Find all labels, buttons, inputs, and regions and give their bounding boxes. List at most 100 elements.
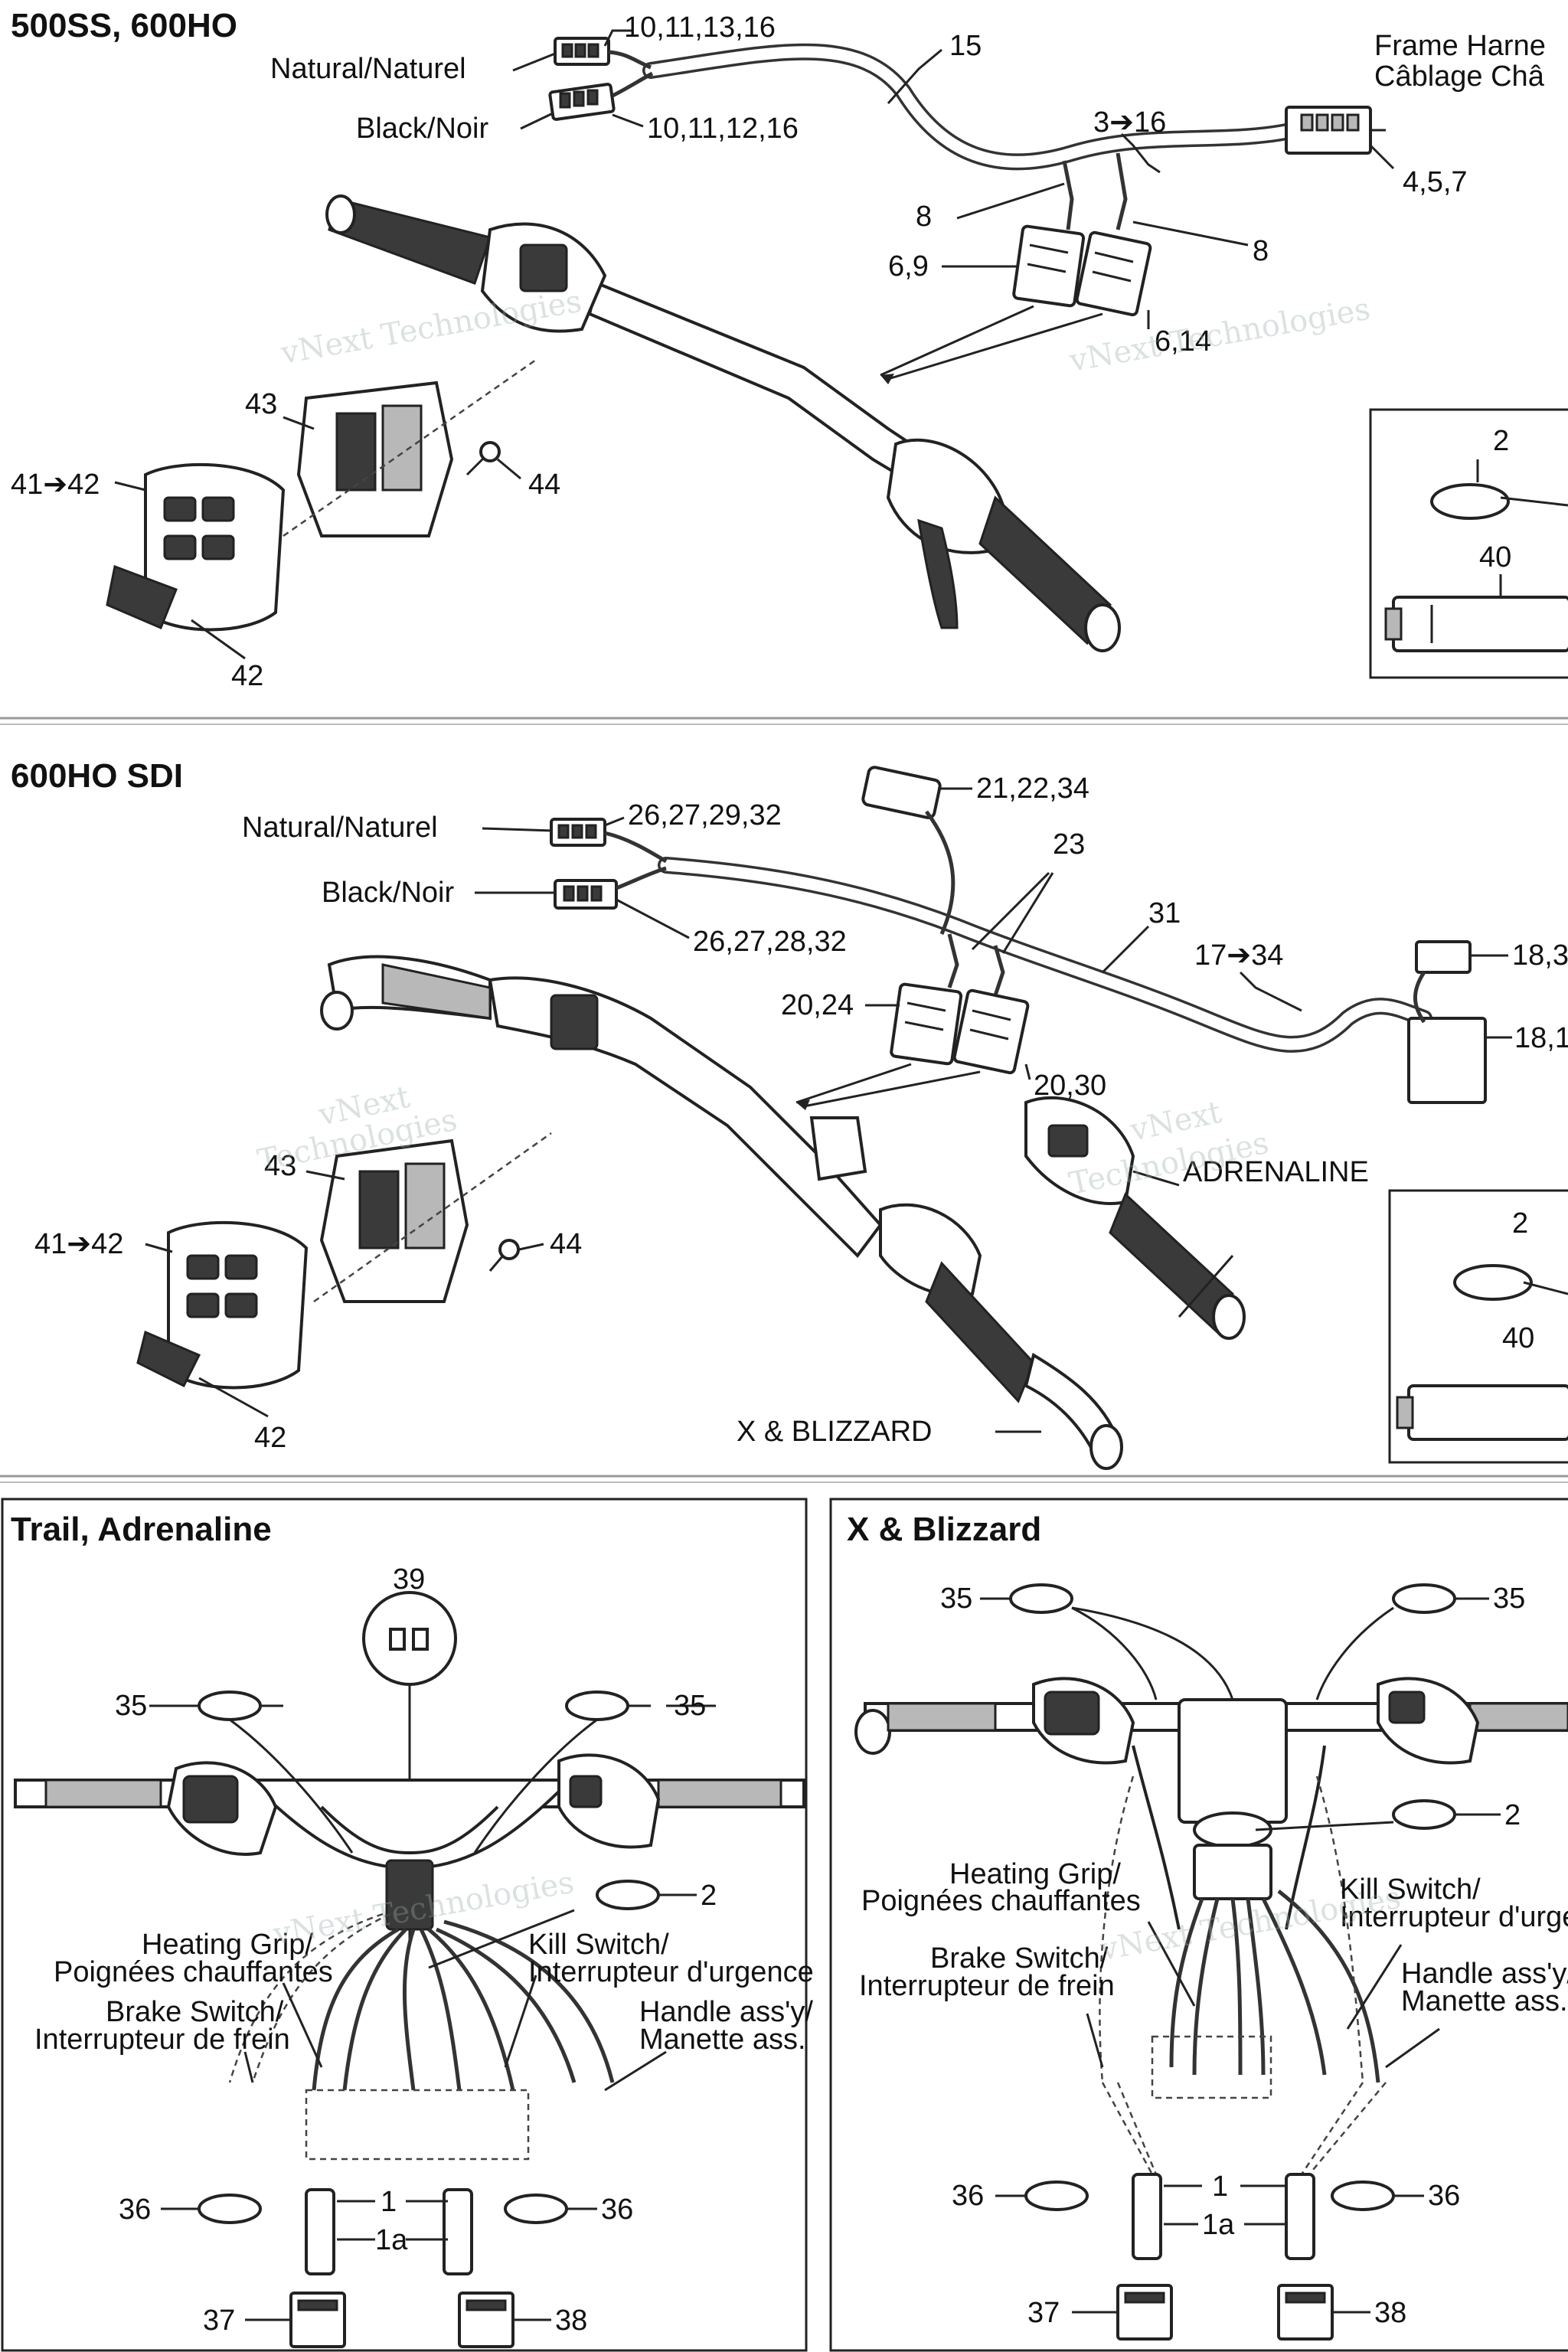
adrenaline-handle (1024, 1096, 1246, 1340)
sleeve-1 (305, 2188, 473, 2275)
natural-connector (550, 818, 668, 864)
callout: 36 (952, 2180, 984, 2212)
callout: 31 (1148, 897, 1181, 929)
callout: 40 (1502, 1322, 1534, 1354)
connector-38 (1277, 2284, 1334, 2341)
callout: 18,1 (1514, 1022, 1568, 1054)
tube-40 (1396, 1384, 1568, 1441)
handlebar (14, 1753, 805, 1931)
callout: 6,9 (888, 250, 929, 283)
switch-housing-41-42 (106, 462, 286, 632)
cable-tie-35-left (198, 1690, 283, 1721)
switch-housing-41-42 (136, 1220, 309, 1390)
connector-37 (1116, 2284, 1173, 2341)
callout: 35 (674, 1690, 706, 1722)
wire-harness-inner (660, 859, 1430, 1050)
callout: 4,5,7 (1403, 166, 1468, 198)
connector-20-24 (890, 982, 963, 1066)
callout: 10,11,12,16 (647, 113, 799, 145)
section-title: 600HO SDI (11, 757, 183, 795)
wire-bundles (1099, 1775, 1387, 2175)
wire-harness-inner (645, 46, 1300, 168)
callout: 1 (381, 2186, 397, 2218)
section-title: Trail, Adrenaline (11, 1511, 272, 1548)
connector-20-30 (952, 988, 1030, 1075)
tube-40 (1384, 596, 1568, 652)
section-500ss-600ho: 500SS, 600HO (11, 7, 1568, 692)
callout: 35 (1493, 1583, 1525, 1615)
handlebar (320, 955, 1123, 1470)
callout: 10,11,13,16 (624, 11, 776, 44)
callout: 37 (1027, 2297, 1060, 2329)
callout: 6,14 (1155, 325, 1211, 358)
section-title: 500SS, 600HO (11, 7, 237, 44)
screw-44 (466, 441, 501, 476)
callout: 41➔42 (11, 469, 100, 501)
callout: Heating Grip/ (142, 1929, 313, 1961)
callout: 26,27,29,32 (628, 799, 782, 831)
cover-43 (319, 1138, 469, 1303)
part-39-detail (362, 1591, 457, 1945)
callout: 35 (115, 1690, 147, 1722)
callout: 1a (375, 2224, 408, 2256)
callout: 38 (1374, 2297, 1406, 2329)
cable-tie-2 (1430, 483, 1568, 520)
callout: 35 (940, 1583, 972, 1615)
section-title: X & Blizzard (847, 1511, 1041, 1548)
callout: Brake Switch/ (930, 1942, 1109, 1975)
wire-bundles (228, 1913, 615, 2161)
section-trail-adrenaline: Trail, Adrenaline (1, 1498, 814, 2352)
cable-tie-2 (1392, 1799, 1456, 1830)
callout: 44 (550, 1228, 582, 1260)
natural-connector (554, 37, 652, 70)
cable-tie-36-left (1024, 2180, 1089, 2211)
black-connector (548, 71, 654, 121)
callout: 20,30 (1034, 1070, 1106, 1102)
callout: Poignées chauffantes (861, 1885, 1141, 1917)
callout: 36 (601, 2194, 633, 2226)
callout: Interrupteur d'urgenc (1340, 1901, 1568, 1933)
callout: 38 (555, 2305, 587, 2337)
callout: 3➔16 (1093, 106, 1166, 139)
callout: 26,27,28,32 (693, 926, 847, 958)
callout: 44 (528, 469, 560, 501)
callout: Handle ass'y/ (1401, 1958, 1568, 1990)
callout: Interrupteur de frein (34, 2024, 290, 2056)
cable-tie-36-right (1331, 2180, 1395, 2211)
callout: 37 (203, 2305, 235, 2337)
section-x-blizzard: X & Blizzard (829, 1498, 1568, 2352)
callout: X & BLIZZARD (737, 1416, 933, 1448)
callout: Brake Switch/ (106, 1996, 284, 2028)
callout: Interrupteur d'urgence (528, 1956, 814, 1988)
callout: 39 (393, 1563, 425, 1596)
connector-21-22-34 (861, 766, 956, 935)
inset-box (1388, 1189, 1568, 1464)
panel-frame (1, 1498, 808, 2352)
callout: 40 (1479, 541, 1511, 573)
cable-tie-2 (596, 1880, 681, 1910)
callout: 43 (245, 388, 277, 420)
callout: 23 (1053, 828, 1085, 861)
callout: Handle ass'y/ (639, 1996, 813, 2028)
callout: Natural/Naturel (270, 53, 466, 85)
callout: Heating Grip/ (949, 1858, 1121, 1890)
cover-43 (296, 381, 454, 537)
cable-tie-35-right (1392, 1583, 1456, 1614)
callout: Black/Noir (322, 877, 454, 909)
section-600ho-sdi: 600HO SDI (11, 757, 1568, 1470)
handlebar (325, 194, 1121, 652)
cable-tie-35-left (1009, 1583, 1073, 1614)
callout: Frame Harne (1374, 30, 1546, 62)
callout: Câblage Châ (1374, 60, 1545, 93)
callout: 18,3 (1512, 939, 1568, 972)
screw-44 (488, 1239, 520, 1272)
callout: 17➔34 (1194, 939, 1283, 972)
callout: Kill Switch/ (1340, 1873, 1481, 1906)
callout: ADRENALINE (1183, 1156, 1369, 1188)
callout: Kill Switch/ (528, 1929, 669, 1961)
callout: Interrupteur de frein (859, 1970, 1115, 2002)
callout: Manette ass. (639, 2024, 806, 2056)
callout: 20,24 (781, 989, 854, 1021)
